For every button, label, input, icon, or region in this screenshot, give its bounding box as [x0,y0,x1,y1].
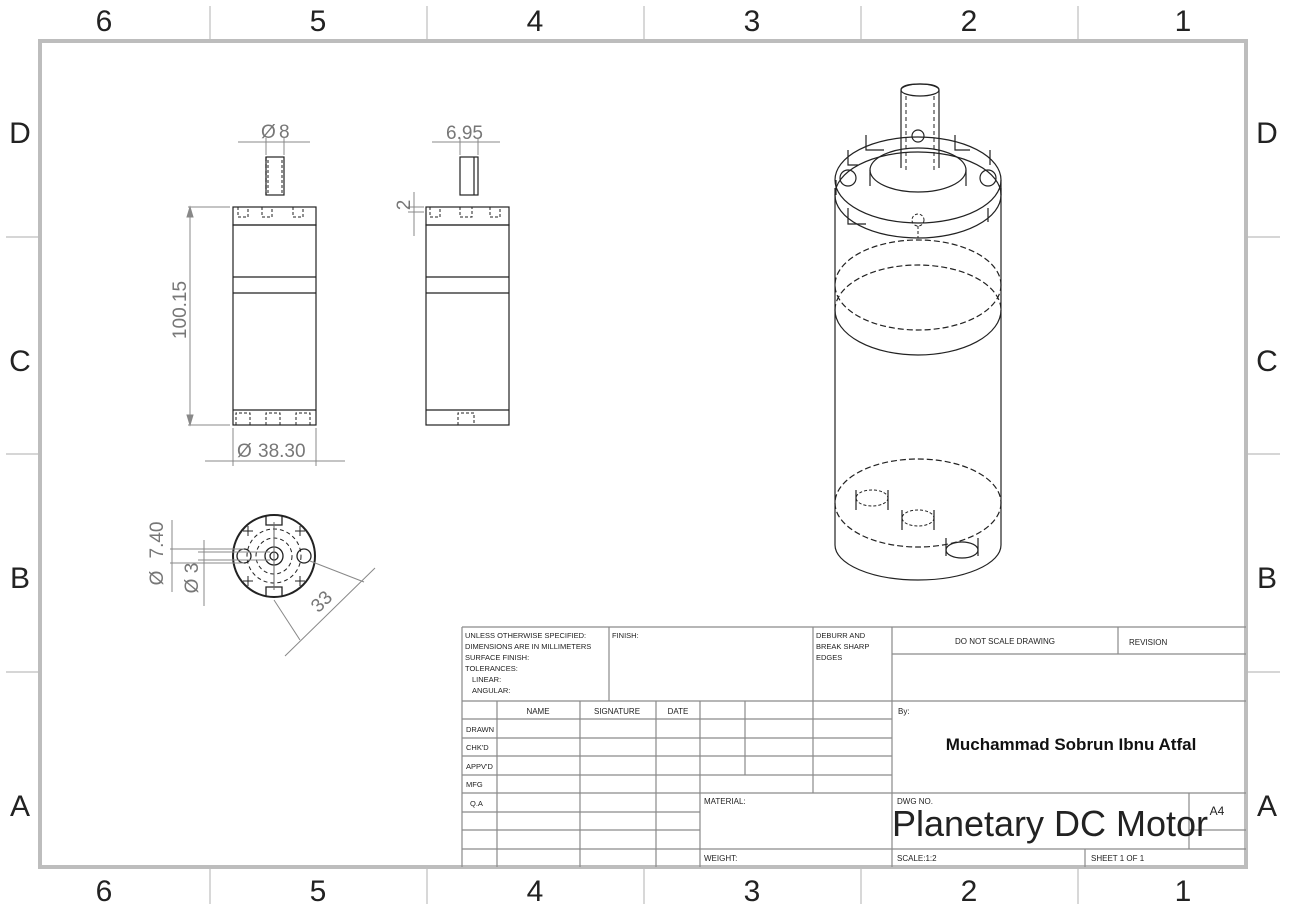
zone-right-C: C [1256,345,1278,378]
zone-left-C: C [9,345,31,378]
iso-top-cap [834,129,1002,239]
zone-right-D: D [1256,117,1278,150]
zone-bottom-2: 2 [961,875,978,908]
front-view [232,156,317,426]
sheet-count-label: SHEET 1 OF 1 [1091,854,1145,863]
col-date: DATE [668,707,689,716]
author-name: Muchammad Sobrun Ibnu Atfal [946,735,1197,754]
row-approved: APPV'D [466,762,493,771]
title-block-grid [461,626,1246,867]
front-top-cap [232,206,317,226]
spec-line-4: TOLERANCES: [465,664,518,673]
drawing-title: Planetary DC Motor [892,803,1208,844]
sheet-size: A4 [1210,804,1225,818]
zone-labels-bottom: 6 5 4 3 2 1 [96,875,1192,908]
iso-body [834,188,1002,581]
zone-bottom-6: 6 [96,875,113,908]
bottom-bore-dia-symbol: Ø [182,578,203,593]
zone-bottom-3: 3 [744,875,761,908]
spec-line-2: DIMENSIONS ARE IN MILLIMETERS [465,642,591,651]
side-view [425,156,510,426]
finish-label: FINISH: [612,631,639,640]
zone-bottom-1: 1 [1175,875,1192,908]
front-length-label: 100.15 [170,281,191,339]
dwg-no-label: DWG NO. [897,797,933,806]
front-view-dimensions [186,138,345,466]
bottom-hole-dia-symbol: Ø [147,570,168,585]
zone-top-1: 1 [1175,5,1192,38]
zone-bottom-4: 4 [527,875,544,908]
row-mfg: MFG [466,780,483,789]
zone-top-2: 2 [961,5,978,38]
zone-top-4: 4 [527,5,544,38]
side-shaft [459,156,479,196]
front-body-dia-label: 38.30 [258,441,306,462]
zone-right-A: A [1257,790,1277,823]
front-shaft-dia-symbol: Ø [261,122,276,143]
zone-top-6: 6 [96,5,113,38]
row-checked: CHK'D [466,743,489,752]
weight-label: WEIGHT: [704,854,737,863]
scale-label: SCALE:1:2 [897,854,937,863]
bottom-bolt-circle-label: 33 [307,587,337,617]
bottom-view [232,514,316,598]
front-shaft [265,156,285,196]
spec-line-5: LINEAR: [472,675,501,684]
title-block-spec-notes: UNLESS OTHERWISE SPECIFIED: DIMENSIONS A… [465,631,591,695]
zone-left-D: D [9,117,31,150]
deburr-line-2: BREAK SHARP [816,642,869,651]
deburr-line-1: DEBURR AND [816,631,866,640]
by-label: By: [898,707,910,716]
row-drawn: DRAWN [466,725,494,734]
front-shaft-dia-label: 8 [279,122,290,143]
revision-label: REVISION [1129,638,1167,647]
zone-right-B: B [1257,562,1277,595]
sheet-frame [6,6,1280,904]
side-view-dimensions [408,138,500,236]
deburr-line-3: EDGES [816,653,842,662]
side-body [425,224,510,426]
zone-top-3: 3 [744,5,761,38]
material-label: MATERIAL: [704,797,746,806]
spec-line-6: ANGULAR: [472,686,510,695]
spec-line-1: UNLESS OTHERWISE SPECIFIED: [465,631,586,640]
zone-left-A: A [10,790,30,823]
bottom-bore-label: 3 [182,563,203,574]
zone-left-B: B [10,562,30,595]
side-flat-label: 6.95 [446,123,483,144]
col-name: NAME [526,707,549,716]
front-body [232,224,317,426]
zone-top-5: 5 [310,5,327,38]
zone-bottom-5: 5 [310,875,327,908]
front-body-dia-symbol: Ø [237,441,252,462]
title-block-rows: DRAWN CHK'D APPV'D MFG Q.A [466,725,494,808]
side-top-cap [425,206,510,226]
spec-line-3: SURFACE FINISH: [465,653,529,662]
do-not-scale-label: DO NOT SCALE DRAWING [955,637,1055,646]
iso-shaft [900,83,940,170]
isometric-view [834,83,1002,581]
zone-labels-left: D C B A [9,117,31,823]
bottom-hole-circle-label: 7.40 [147,522,168,559]
zone-labels-right: D C B A [1256,117,1278,823]
title-block-columns: NAME SIGNATURE DATE [526,707,688,716]
deburr-note: DEBURR AND BREAK SHARP EDGES [816,631,869,662]
zone-labels-top: 6 5 4 3 2 1 [96,5,1192,38]
col-signature: SIGNATURE [594,707,640,716]
side-step-label: 2 [394,200,415,211]
row-qa: Q.A [470,799,483,808]
bottom-view-dimensions [170,520,376,657]
